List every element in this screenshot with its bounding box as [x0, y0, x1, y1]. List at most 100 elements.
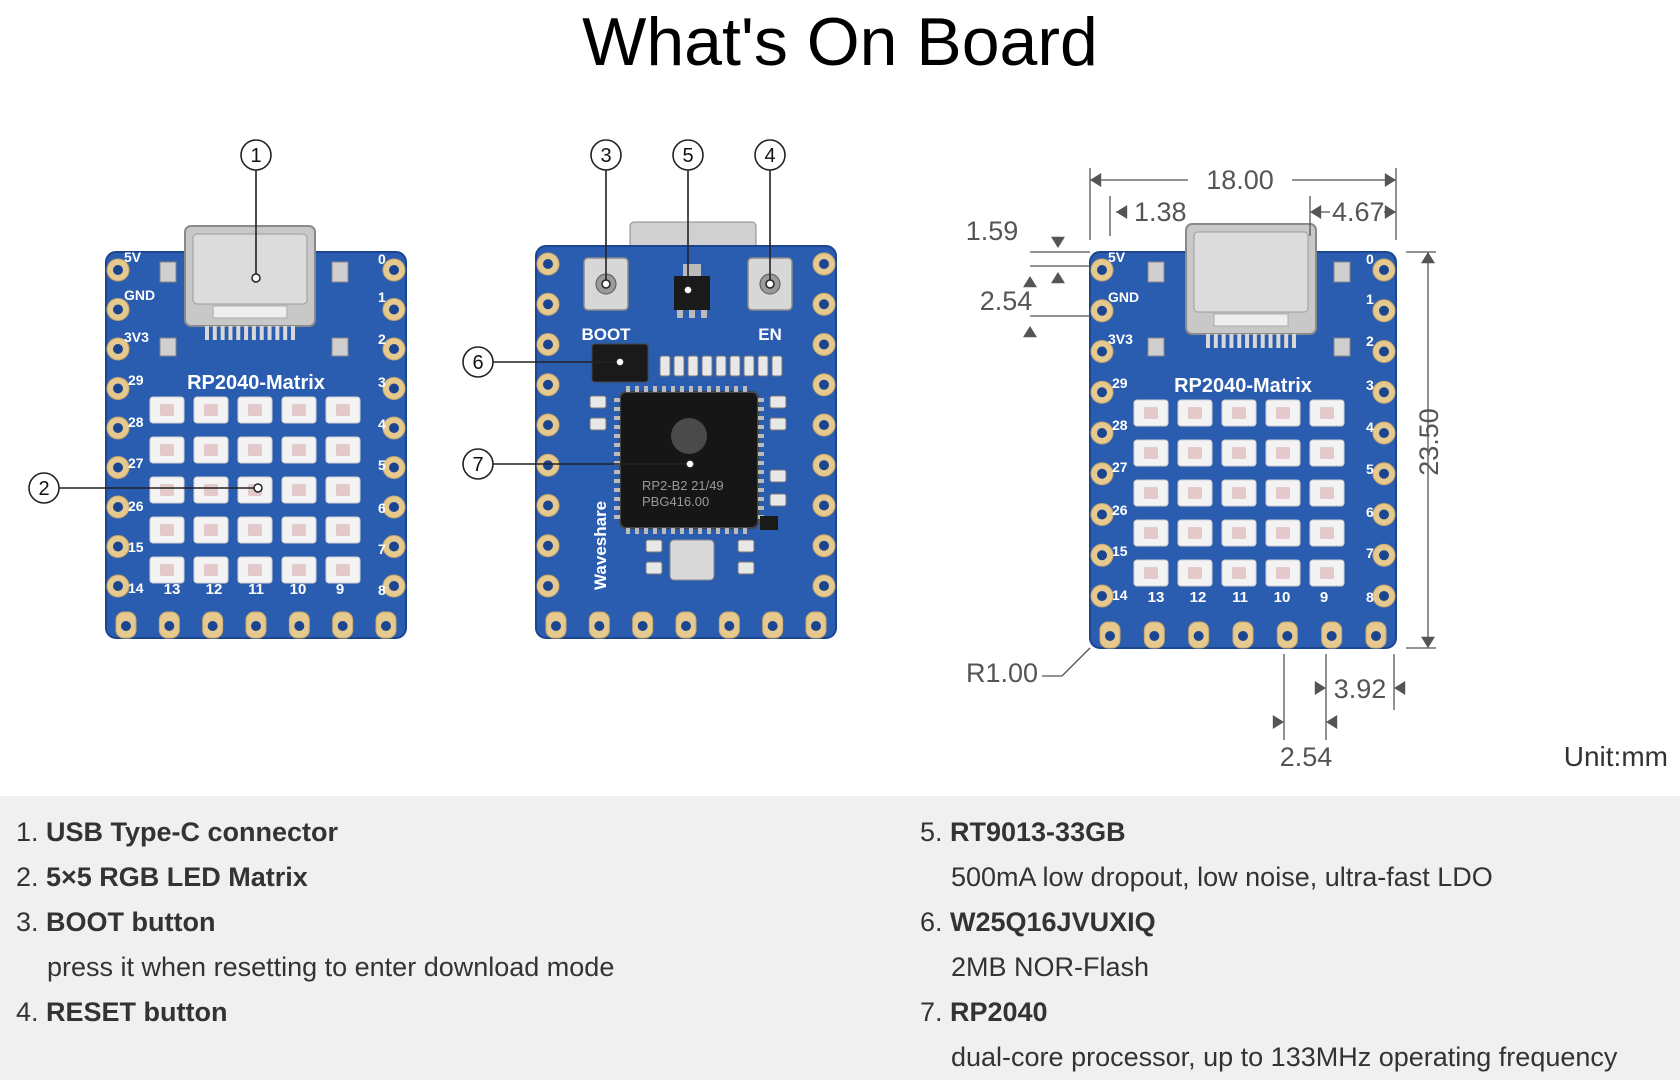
legend-item-1: 1.USB Type-C connector [16, 817, 339, 847]
pad-hole [1282, 631, 1293, 641]
pad-hole [1379, 591, 1389, 601]
chip-pin [689, 386, 693, 392]
chip-pin [758, 443, 764, 447]
callout-number-4: 4 [764, 145, 775, 167]
pad-hole [819, 581, 829, 591]
chip-pin [758, 479, 764, 483]
led-die [204, 444, 218, 456]
pin-label-bottom: 10 [290, 581, 307, 598]
led-die [204, 564, 218, 576]
legend-item-5: 5.RT9013-33GB [920, 817, 1126, 847]
legend-item-7: 7.RP2040 [920, 997, 1048, 1027]
pad-hole [819, 379, 829, 390]
led-die [160, 564, 174, 576]
smd-component [589, 395, 607, 409]
pin-label-right: 4 [1366, 419, 1374, 435]
pad-hole [1379, 346, 1389, 357]
legend-item-4: 4.RESET button [16, 997, 228, 1027]
dim-edge: 1.59 [966, 216, 1019, 246]
ldo-tab [683, 264, 701, 276]
smd-pad [1147, 261, 1165, 283]
usb-c-pin [1221, 334, 1226, 348]
pin-label-right: 8 [1366, 589, 1374, 605]
led-die [248, 444, 262, 456]
pad-hole [543, 581, 553, 591]
led-die [160, 484, 174, 496]
pad-hole [389, 581, 399, 591]
led-die [1276, 567, 1290, 579]
dimension-arrow [1023, 276, 1037, 288]
chip-pin [758, 461, 764, 465]
pin-label-right: 1 [1366, 291, 1374, 307]
chip-pin [635, 528, 639, 534]
led-die [336, 524, 350, 536]
pin-label-right: 0 [378, 251, 386, 267]
legend-desc-5: 500mA low dropout, low noise, ultra-fast… [951, 862, 1493, 892]
transistor [760, 516, 778, 530]
led-die [1232, 447, 1246, 459]
usb-c-pin [283, 326, 288, 340]
chip-pin [743, 528, 747, 534]
led-die [248, 404, 262, 416]
led-die [160, 404, 174, 416]
chip-pin [614, 506, 620, 510]
pin-label-right: 6 [1366, 504, 1374, 520]
led-die [204, 404, 218, 416]
ldo-chip [674, 276, 710, 310]
pad-hole [113, 265, 123, 275]
pad-hole [551, 621, 561, 631]
pad-hole [207, 621, 218, 631]
dimension-arrow [1272, 715, 1284, 729]
usb-c-pin [1292, 334, 1296, 348]
pin-label-left: 5V [124, 249, 142, 265]
pin-label-right: 2 [1366, 333, 1374, 349]
pin-label-right: 8 [378, 582, 386, 598]
leader-dot [685, 459, 695, 469]
led-die [336, 484, 350, 496]
dim-radius: R1.00 [966, 658, 1038, 688]
chip-pin [716, 386, 720, 392]
pad-hole [1326, 631, 1337, 641]
chip-pin [614, 407, 620, 411]
chip-pin [734, 528, 738, 534]
ldo-pin [677, 310, 683, 318]
chip-pin [725, 528, 729, 534]
chip-pin [758, 452, 764, 456]
smd-component [729, 355, 741, 377]
dim-unit: Unit:mm [1564, 741, 1668, 772]
pad-hole [819, 540, 829, 551]
dim-bottom-offset: 3.92 [1334, 674, 1387, 704]
legend-column-left: 1.USB Type-C connector 2.5×5 RGB LED Mat… [16, 810, 614, 1035]
chip-pin [671, 528, 675, 534]
usb-c-pin [1252, 334, 1257, 348]
led-die [1276, 527, 1290, 539]
pin-label-left: 3V3 [1108, 331, 1133, 347]
dimension-arrow [1023, 326, 1037, 338]
chip-pin [758, 416, 764, 420]
smd-pad [1333, 261, 1351, 283]
dimension-board: RP2040-Matrix5VGND3V32928272615140123456… [1089, 223, 1397, 649]
smd-pad [331, 261, 349, 283]
chip-pin [614, 515, 620, 519]
chip-pin [614, 470, 620, 474]
dimension-arrow [1314, 681, 1326, 695]
smd-component [769, 417, 787, 431]
led-die [292, 564, 306, 576]
pad-hole [594, 621, 605, 631]
smd-component [645, 539, 663, 553]
chip-pin [671, 386, 675, 392]
pad-hole [1379, 428, 1389, 438]
usb-c-pin [212, 326, 217, 340]
chip-pin [707, 386, 711, 392]
chip-pin [662, 528, 666, 534]
pad-hole [113, 383, 123, 394]
led-die [204, 524, 218, 536]
chip-pin [743, 386, 747, 392]
pad-hole [1379, 305, 1389, 316]
pad-hole [543, 299, 553, 310]
pin-label-right: 4 [378, 416, 386, 432]
pad-hole [767, 621, 778, 631]
page-title: What's On Board [582, 4, 1098, 80]
led-die [1320, 487, 1334, 499]
pad-hole [543, 460, 553, 471]
